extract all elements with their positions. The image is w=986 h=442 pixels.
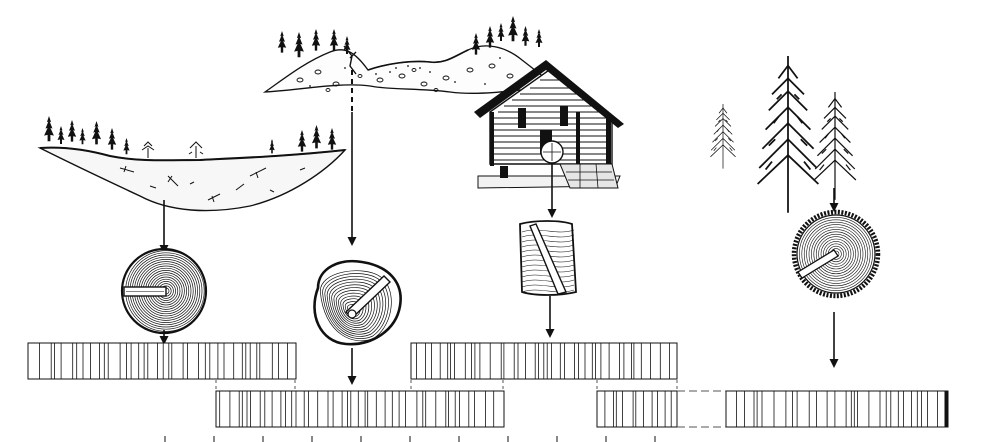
time-axis-ticks [164, 436, 656, 442]
ring-sequence-sequence-a [27, 342, 297, 380]
log-chalet-icon [474, 60, 624, 218]
ring-sequence-sequence-d [596, 390, 678, 428]
arrows-to-sequences [159, 296, 839, 385]
ring-sequence-sequence-b [215, 390, 505, 428]
timber-beam-core-icon [519, 220, 577, 296]
tree-ring-disc-icon [120, 247, 208, 335]
ring-width-sequences [27, 342, 949, 428]
living-spruce-trees-icon [709, 56, 857, 214]
ring-sequence-sequence-c [410, 342, 678, 380]
ring-sequence-sequence-e [725, 390, 949, 428]
crossdating-connectors [215, 380, 726, 428]
bark-edge-disc-icon [791, 209, 881, 299]
bog-landscape-icon [37, 116, 347, 254]
landslide-hillside-icon [262, 16, 557, 246]
irregular-log-disc-icon [313, 259, 402, 346]
